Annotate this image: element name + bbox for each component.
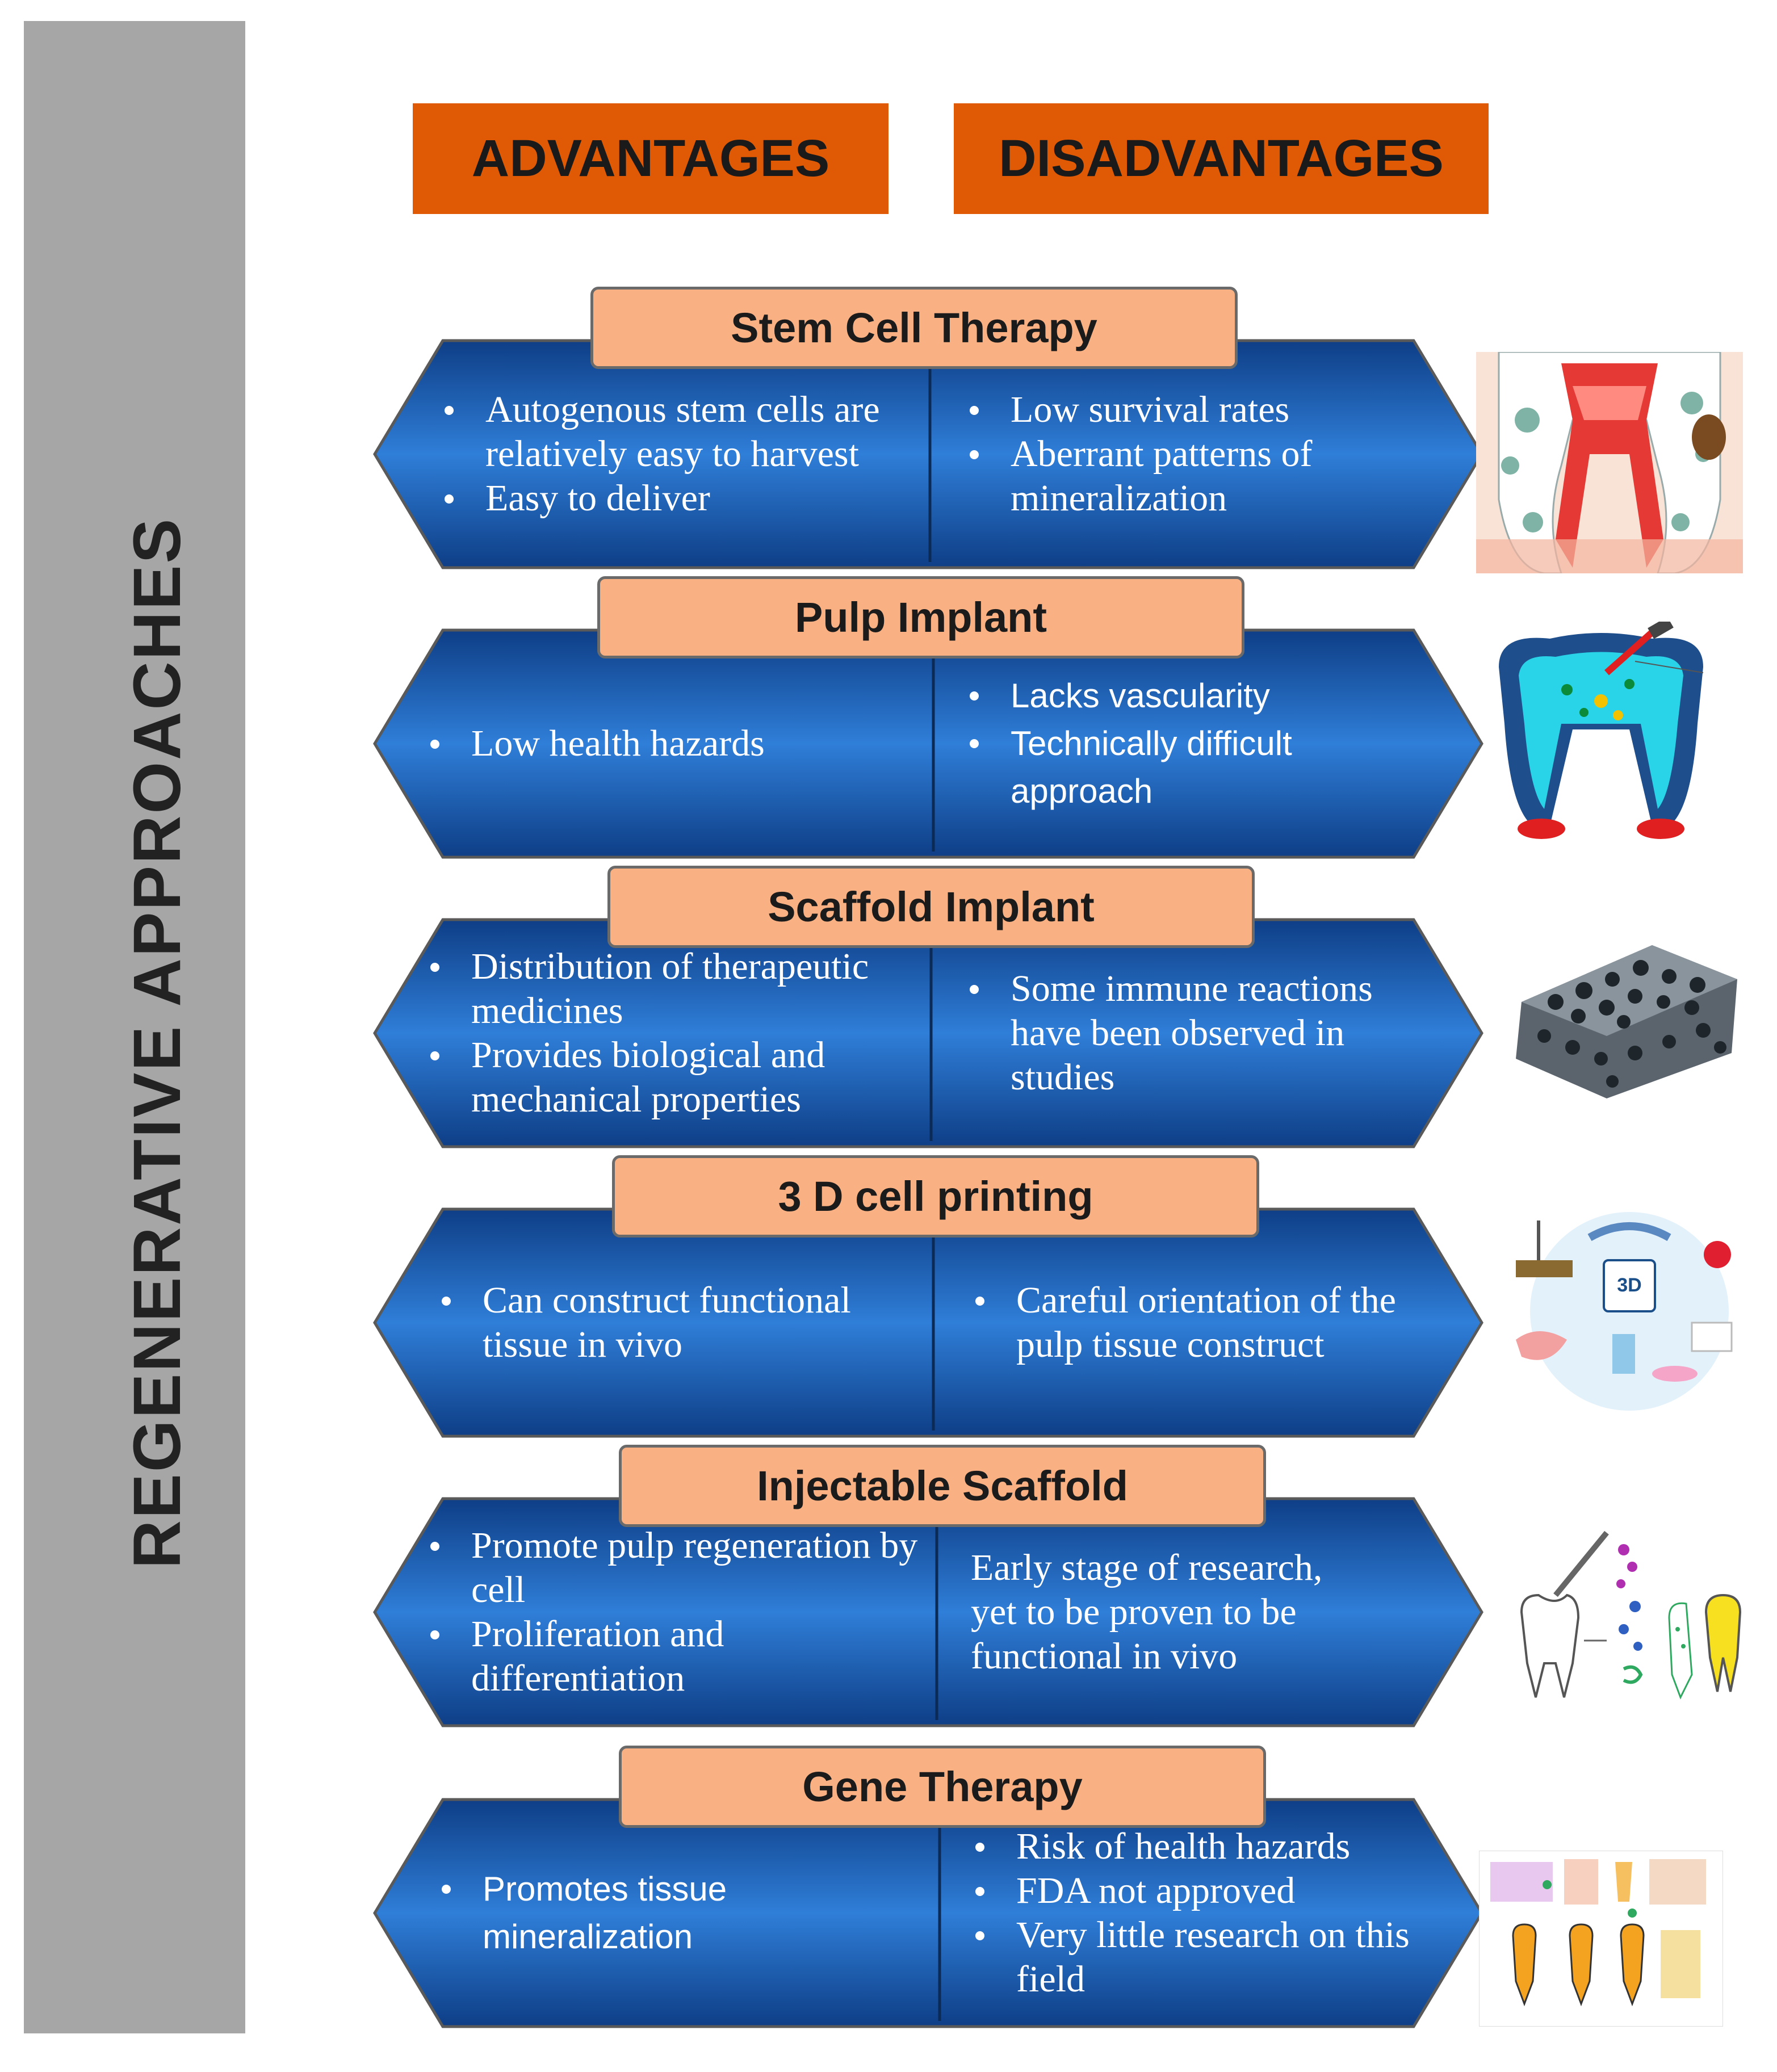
disadvantage-item: Early stage of research, yet to be prove… xyxy=(971,1547,1323,1677)
advantages-list: Promote pulp regeneration by cell Prolif… xyxy=(414,1499,925,1726)
section-title: Gene Therapy xyxy=(619,1746,1266,1828)
advantages-list: Promotes tissue mineralization xyxy=(426,1800,925,2027)
panel-shape xyxy=(373,1798,1483,2028)
disadvantages-list: Early stage of research, yet to be prove… xyxy=(971,1499,1357,1726)
3d-printing-label: 3D xyxy=(1617,1274,1641,1296)
section-gene-therapy: Promotes tissue mineralization Risk of h… xyxy=(373,1746,1483,2029)
section-panel: Promote pulp regeneration by cell Prolif… xyxy=(373,1497,1483,1727)
panel-shape xyxy=(373,918,1483,1148)
section-scaffold-implant: Distribution of therapeutic medicines Pr… xyxy=(373,866,1483,1150)
advantage-item: Can construct functional tissue in vivo xyxy=(426,1278,925,1367)
disadvantage-item: Careful orientation of the pulp tissue c… xyxy=(959,1278,1414,1367)
gene-therapy-diagram-icon xyxy=(1478,1850,1724,2027)
advantage-item: Provides biological and mechanical prope… xyxy=(414,1033,925,1122)
advantages-header: ADVANTAGES xyxy=(413,103,888,214)
advantages-list: Autogenous stem cells are relatively eas… xyxy=(429,341,928,568)
disadvantage-item: Low survival rates xyxy=(954,388,1408,432)
disadvantage-item: Technically difficult approach xyxy=(954,720,1408,815)
tooth-implant-icon xyxy=(1487,616,1715,843)
sidebar-label: REGENERATIVE APPROACHES xyxy=(120,517,195,1569)
disadvantage-item: FDA not approved xyxy=(959,1869,1414,1913)
disadvantage-item: Very little research on this field xyxy=(959,1913,1414,2002)
disadvantage-item: Some immune reactions have been observed… xyxy=(954,967,1408,1100)
advantage-item: Low health hazards xyxy=(414,722,925,766)
section-title: Scaffold Implant xyxy=(607,866,1255,948)
section-stem-cell-therapy: Autogenous stem cells are relatively eas… xyxy=(373,287,1483,571)
disadvantage-item: Lacks vascularity xyxy=(954,672,1408,720)
advantages-list: Low health hazards xyxy=(414,630,925,857)
section-panel: Autogenous stem cells are relatively eas… xyxy=(373,339,1483,569)
section-injectable-scaffold: Promote pulp regeneration by cell Prolif… xyxy=(373,1445,1483,1729)
porous-scaffold-icon xyxy=(1510,922,1743,1104)
sidebar: REGENERATIVE APPROACHES xyxy=(24,21,245,2033)
section-panel: Distribution of therapeutic medicines Pr… xyxy=(373,918,1483,1148)
section-3d-cell-printing: Can construct functional tissue in vivo … xyxy=(373,1155,1483,1439)
injection-tooth-icon xyxy=(1510,1527,1743,1726)
advantage-item: Autogenous stem cells are relatively eas… xyxy=(429,388,928,476)
advantage-item: Distribution of therapeutic medicines xyxy=(414,945,925,1033)
disadvantages-header: DISADVANTAGES xyxy=(954,103,1489,214)
advantage-item: Proliferation and differentiation xyxy=(414,1612,925,1701)
advantage-item: Promotes tissue mineralization xyxy=(426,1865,925,1961)
tooth-pulp-cross-section-icon xyxy=(1476,351,1743,574)
section-panel: Low health hazards Lacks vascularity Tec… xyxy=(373,628,1483,859)
disadvantages-list: Some immune reactions have been observed… xyxy=(954,920,1408,1147)
panel-shape xyxy=(373,628,1483,859)
disadvantage-item: Risk of health hazards xyxy=(959,1824,1414,1869)
section-title: Pulp Implant xyxy=(597,576,1244,658)
section-title: Injectable Scaffold xyxy=(619,1445,1266,1527)
disadvantage-item: Aberrant patterns of mineralization xyxy=(954,432,1408,521)
panel-shape xyxy=(373,1207,1483,1438)
section-panel: Promotes tissue mineralization Risk of h… xyxy=(373,1798,1483,2028)
panel-shape xyxy=(373,1497,1483,1727)
advantages-list: Distribution of therapeutic medicines Pr… xyxy=(414,920,925,1147)
section-panel: Can construct functional tissue in vivo … xyxy=(373,1207,1483,1438)
disadvantages-list: Risk of health hazards FDA not approved … xyxy=(959,1800,1414,2027)
advantage-item: Promote pulp regeneration by cell xyxy=(414,1524,925,1612)
disadvantages-list: Low survival rates Aberrant patterns of … xyxy=(954,341,1408,568)
3d-printing-cycle-icon: 3D xyxy=(1504,1203,1743,1419)
section-title: Stem Cell Therapy xyxy=(590,287,1238,369)
section-title: 3 D cell printing xyxy=(612,1155,1259,1238)
panel-shape xyxy=(373,339,1483,569)
section-pulp-implant: Low health hazards Lacks vascularity Tec… xyxy=(373,576,1483,860)
advantages-list: Can construct functional tissue in vivo xyxy=(426,1209,925,1436)
advantage-item: Easy to deliver xyxy=(429,476,928,521)
disadvantages-list: Lacks vascularity Technically difficult … xyxy=(954,630,1408,857)
disadvantages-list: Careful orientation of the pulp tissue c… xyxy=(959,1209,1414,1436)
